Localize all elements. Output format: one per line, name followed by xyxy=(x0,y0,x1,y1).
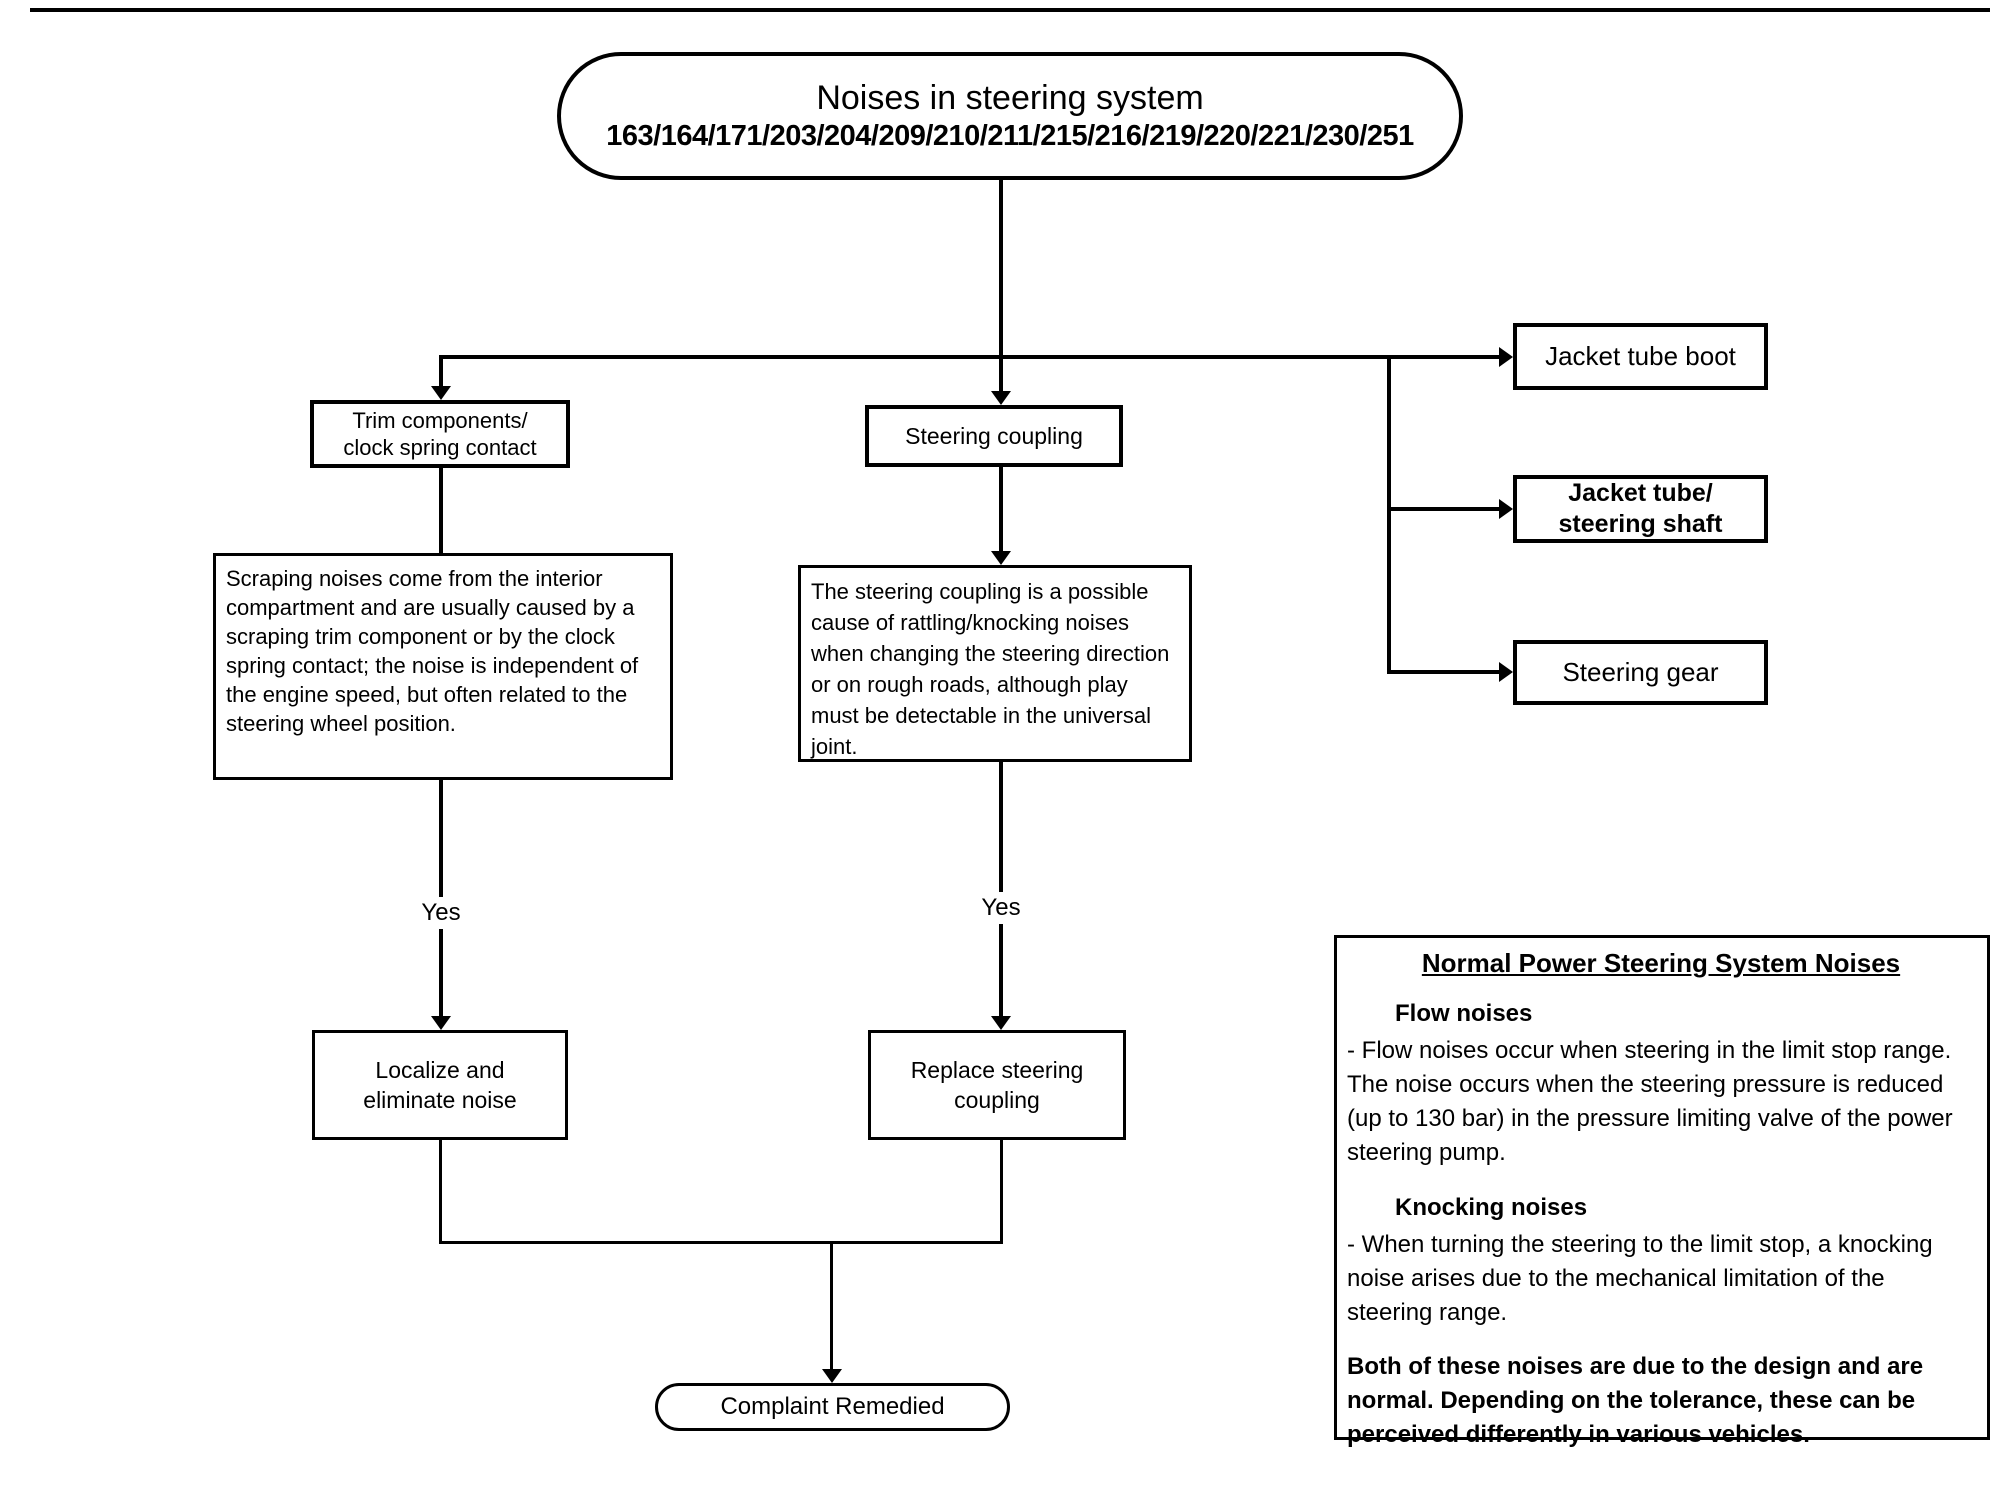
panel-title: Normal Power Steering System Noises xyxy=(1421,948,1901,978)
connector-coupling-desc xyxy=(999,466,1003,553)
replace-node: Replace steering coupling xyxy=(868,1030,1126,1140)
connector-merge-horizontal xyxy=(439,1241,1003,1244)
yes-label-left: Yes xyxy=(409,897,473,929)
flow-noises-heading: Flow noises xyxy=(1395,1000,1533,1027)
localize-node: Localize and eliminate noise xyxy=(312,1030,568,1140)
arrow-right-icon xyxy=(1499,499,1513,519)
page-top-rule xyxy=(30,8,1990,12)
coupling-node: Steering coupling xyxy=(865,405,1123,467)
yes-label-middle: Yes xyxy=(969,892,1033,924)
jacket-tube-shaft-node: Jacket tube/ steering shaft xyxy=(1513,475,1768,543)
normal-noises-panel: Normal Power Steering System Noises Flow… xyxy=(1334,935,1990,1448)
arrow-down-icon xyxy=(991,551,1011,565)
connector-coupling-drop xyxy=(999,355,1003,392)
connector-gear-arm xyxy=(1387,670,1500,674)
end-node: Complaint Remedied xyxy=(655,1383,1010,1431)
start-node: Noises in steering system 163/164/171/20… xyxy=(557,52,1463,180)
trim-node: Trim components/ clock spring contact xyxy=(310,400,570,468)
connector-shaft-arm xyxy=(1387,507,1500,511)
arrow-right-icon xyxy=(1499,347,1513,367)
coupling-node-label: Steering coupling xyxy=(905,422,1083,449)
arrow-right-icon xyxy=(1499,662,1513,682)
localize-node-label: Localize and eliminate noise xyxy=(363,1057,517,1113)
connector-left-down xyxy=(439,1140,442,1244)
start-node-codes: 163/164/171/203/204/209/210/211/215/216/… xyxy=(606,120,1414,152)
flow-noises-body: - Flow noises occur when steering in the… xyxy=(1347,1037,1953,1166)
connector-trim-desc xyxy=(439,466,443,553)
replace-node-label: Replace steering coupling xyxy=(910,1057,1084,1113)
jacket-tube-shaft-label: Jacket tube/ steering shaft xyxy=(1558,479,1723,538)
jacket-tube-boot-label: Jacket tube boot xyxy=(1545,341,1736,371)
trim-description-text: Scraping noises come from the interior c… xyxy=(226,566,639,736)
panel-footer-note: Both of these noises are due to the desi… xyxy=(1347,1353,1924,1448)
start-node-title: Noises in steering system xyxy=(816,79,1204,117)
knocking-noises-body: - When turning the steering to the limit… xyxy=(1347,1231,1933,1326)
connector-start-down xyxy=(999,178,1003,355)
coupling-description-box: The steering coupling is a possible caus… xyxy=(798,565,1192,762)
trim-description-box: Scraping noises come from the interior c… xyxy=(213,553,673,780)
arrow-down-icon xyxy=(991,1016,1011,1030)
jacket-tube-boot-node: Jacket tube boot xyxy=(1513,323,1768,390)
connector-end-drop xyxy=(830,1241,833,1371)
end-node-label: Complaint Remedied xyxy=(720,1393,945,1420)
arrow-down-icon xyxy=(822,1369,842,1383)
connector-branch-horizontal xyxy=(439,355,1501,359)
steering-gear-label: Steering gear xyxy=(1562,657,1719,687)
connector-middle-yes xyxy=(999,762,1003,1018)
arrow-down-icon xyxy=(431,386,451,400)
arrow-down-icon xyxy=(991,391,1011,405)
arrow-down-icon xyxy=(431,1016,451,1030)
knocking-noises-heading: Knocking noises xyxy=(1395,1194,1588,1221)
connector-trim-drop xyxy=(439,355,443,388)
coupling-description-text: The steering coupling is a possible caus… xyxy=(811,579,1170,759)
connector-right-vertical xyxy=(1387,355,1391,674)
steering-gear-node: Steering gear xyxy=(1513,640,1768,705)
trim-node-label: Trim components/ clock spring contact xyxy=(343,408,537,460)
connector-right-down xyxy=(1000,1140,1003,1244)
